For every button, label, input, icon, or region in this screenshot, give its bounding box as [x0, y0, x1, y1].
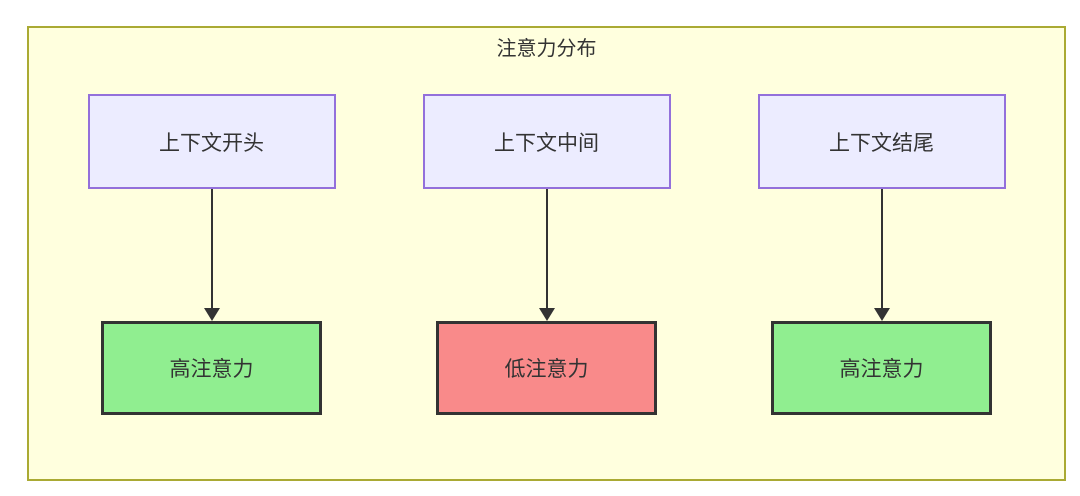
arrow-down-icon [538, 189, 555, 321]
diagram-title: 注意力分布 [496, 38, 597, 60]
flow-columns: 上下文开头 高注意力 上下文中间 低注意力 上下文结尾 [29, 94, 1064, 415]
flow-column-context-end: 上下文结尾 高注意力 [757, 94, 1006, 415]
node-high-attention-1: 高注意力 [101, 321, 322, 415]
flow-column-context-start: 上下文开头 高注意力 [87, 94, 336, 415]
node-context-middle: 上下文中间 [422, 94, 671, 189]
flow-column-context-middle: 上下文中间 低注意力 [422, 94, 671, 415]
node-context-end: 上下文结尾 [757, 94, 1006, 189]
node-context-start: 上下文开头 [87, 94, 336, 189]
node-low-attention: 低注意力 [436, 321, 657, 415]
arrow-down-icon [203, 189, 220, 321]
node-high-attention-2: 高注意力 [771, 321, 992, 415]
arrow-down-icon [873, 189, 890, 321]
attention-distribution-container: 注意力分布 上下文开头 高注意力 上下文中间 低注意力 [27, 26, 1066, 481]
